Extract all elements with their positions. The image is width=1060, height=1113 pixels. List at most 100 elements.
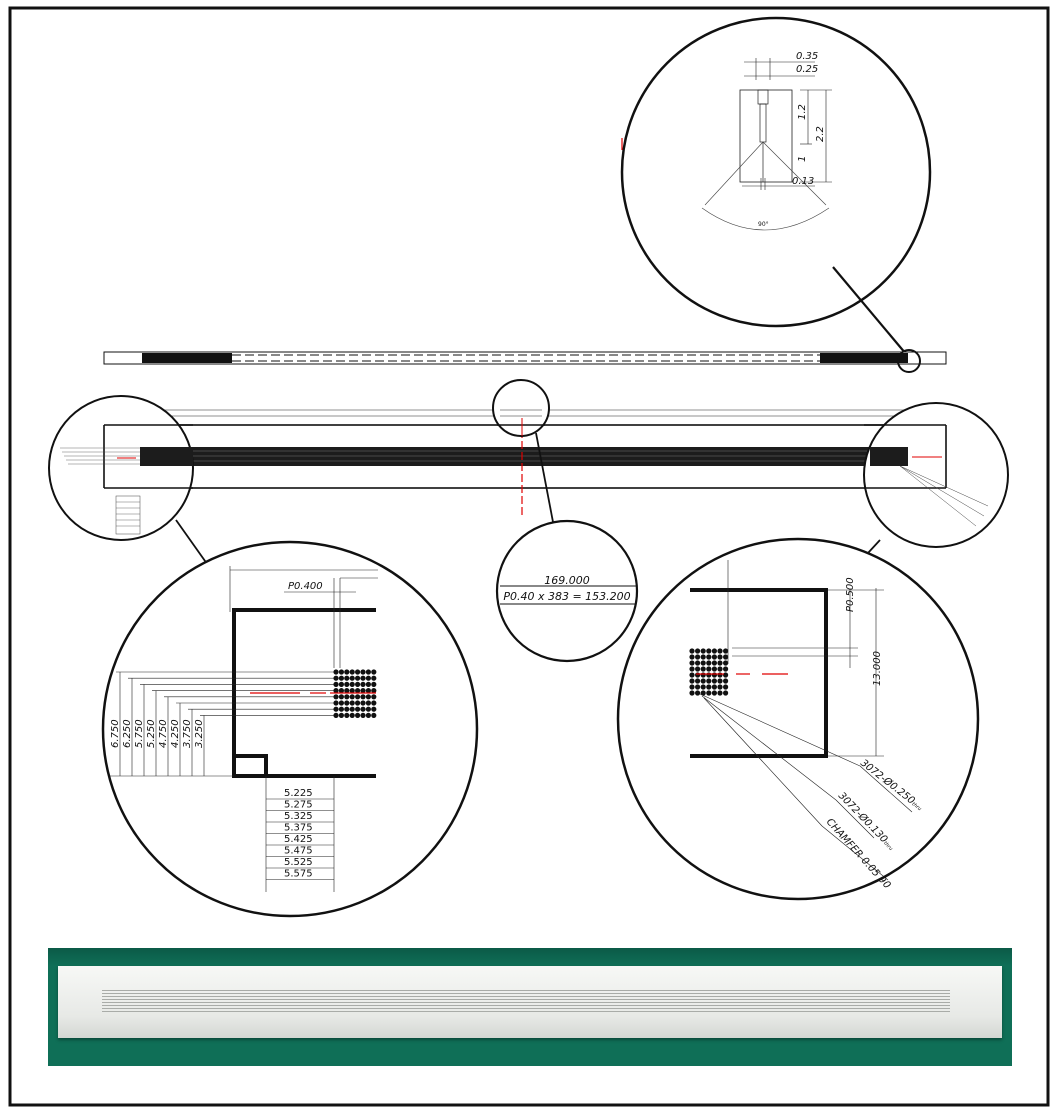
detail-right-small: [855, 402, 1009, 567]
vertical-dim-label: 4.250: [170, 719, 181, 748]
table-row: 5.475: [284, 846, 313, 857]
table-row: 5.425: [284, 834, 313, 845]
dim-2.2: 2.2: [815, 126, 826, 142]
hole: [365, 681, 371, 688]
hole: [355, 706, 361, 712]
hole: [349, 688, 355, 694]
hole: [723, 648, 729, 654]
hole: [349, 694, 355, 700]
vertical-dim-label: 4.750: [158, 719, 169, 748]
dim-pitch-product: P0.40 x 383 = 153.200: [503, 590, 630, 603]
hole: [355, 694, 361, 700]
hole: [333, 694, 339, 700]
hole: [689, 666, 695, 672]
hole: [695, 690, 701, 696]
hole: [706, 666, 712, 672]
hole: [344, 700, 350, 706]
hole: [371, 675, 377, 681]
hole: [338, 675, 344, 681]
vertical-dim-label: 5.750: [134, 719, 145, 748]
hole: [700, 678, 706, 684]
hole: [365, 694, 371, 700]
hole: [717, 648, 723, 654]
angle-90: 90°: [758, 221, 769, 228]
dim-length-169: 169.000: [544, 574, 590, 587]
hole: [355, 675, 361, 681]
hole: [700, 672, 706, 678]
hole: [723, 660, 729, 666]
hole: [711, 654, 718, 660]
hole: [706, 654, 712, 660]
table-row: 5.225: [284, 788, 313, 799]
hole: [344, 688, 350, 694]
vertical-dim-label: 6.750: [110, 719, 121, 748]
hole: [695, 678, 701, 684]
table-row: 5.275: [284, 800, 313, 811]
hole: [349, 712, 355, 719]
photo-background-shadow: [48, 948, 1012, 966]
hole: [371, 681, 377, 688]
hole: [700, 690, 706, 696]
vertical-dim-label: 6.250: [122, 719, 133, 748]
dim-0.13: 0.13: [792, 176, 814, 187]
hole: [333, 688, 339, 694]
hole: [333, 700, 339, 706]
hole: [360, 706, 366, 712]
hole: [706, 672, 712, 678]
hole: [695, 648, 701, 654]
hole: [338, 669, 344, 675]
hole: [365, 675, 371, 681]
hole: [371, 688, 377, 694]
hole: [338, 681, 344, 688]
hole: [711, 690, 718, 696]
hole: [355, 681, 361, 688]
hole: [706, 684, 712, 690]
table-row: 5.575: [284, 869, 313, 880]
hole-rows-photo: [102, 990, 950, 1016]
hole: [711, 660, 718, 666]
page-frame: [8, 6, 1050, 1107]
hole: [700, 684, 706, 690]
detail-right-large: P0.500 13.000 3072-Ø0.250thru 3072-Ø0.13…: [616, 537, 980, 901]
leader-left: [175, 519, 211, 569]
hole: [717, 684, 723, 690]
hole: [695, 672, 701, 678]
side-view-callout-circle: [897, 349, 921, 373]
hole: [344, 712, 350, 719]
hole: [349, 675, 355, 681]
hole: [689, 678, 695, 684]
hole: [371, 694, 377, 700]
hole: [711, 678, 718, 684]
hole: [371, 700, 377, 706]
hole: [338, 706, 344, 712]
hole: [360, 669, 366, 675]
detail-top-nozzle: 0.35 0.25 1.2 2.2 1 0.13 90°: [620, 16, 932, 355]
dim-pitch-0.500: P0.500: [845, 577, 856, 612]
hole: [338, 694, 344, 700]
hole: [365, 700, 371, 706]
hole: [360, 681, 366, 688]
hole: [689, 648, 695, 654]
hole: [689, 672, 695, 678]
hole: [371, 706, 377, 712]
hole: [689, 654, 695, 660]
hole: [365, 669, 371, 675]
leader-center: [535, 432, 554, 523]
hole-array-left: [333, 669, 377, 719]
table-row: 5.375: [284, 823, 313, 834]
vertical-dim-label: 3.250: [194, 719, 205, 748]
hole: [333, 681, 339, 688]
vertical-dim-label: 3.750: [182, 719, 193, 748]
hole: [700, 660, 706, 666]
hole: [706, 660, 712, 666]
hole: [338, 700, 344, 706]
hole: [689, 684, 695, 690]
hole: [723, 678, 729, 684]
hole: [689, 690, 695, 696]
hole: [706, 690, 712, 696]
hole: [333, 669, 339, 675]
hole: [355, 669, 361, 675]
